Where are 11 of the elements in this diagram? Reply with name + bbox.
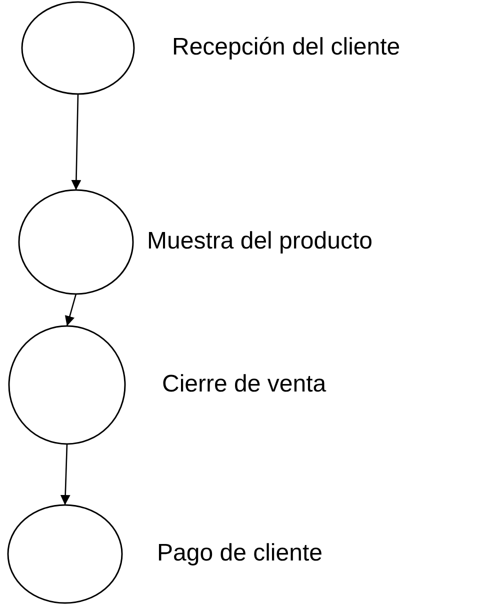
step-label: Pago de cliente (157, 540, 322, 568)
process-circle (18, 189, 134, 295)
process-circle (7, 504, 123, 604)
process-circle (8, 325, 126, 445)
step-label: Cierre de venta (162, 370, 326, 400)
process-circle (21, 1, 135, 95)
arrow (64, 294, 77, 326)
arrow (71, 94, 82, 190)
step-label: Recepción del cliente (172, 34, 400, 62)
arrow (60, 444, 70, 506)
step-label: Muestra del producto (147, 228, 372, 256)
